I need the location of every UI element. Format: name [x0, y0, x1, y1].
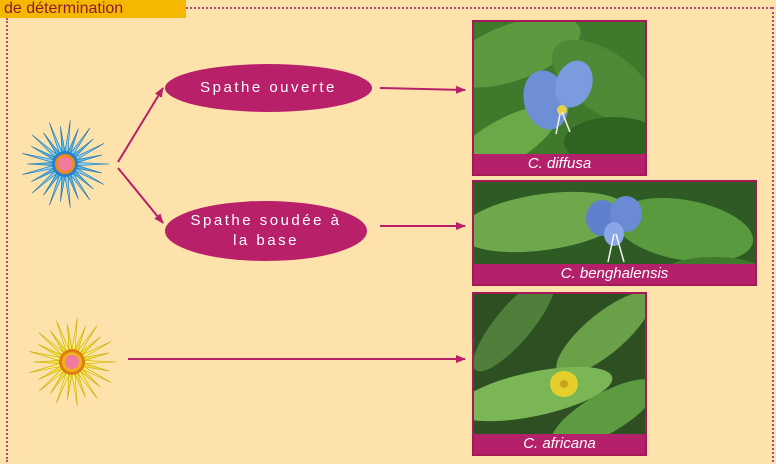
- spathe-fused-node: Spathe soudée à la base: [165, 201, 367, 261]
- panel-border-right: [772, 7, 774, 462]
- arrow-blue-to-open: [117, 87, 164, 163]
- arrow-open-to-diffusa: [379, 85, 466, 94]
- yellow-flower-icon: [29, 318, 117, 406]
- photo-c-africana: C. africana: [472, 292, 647, 456]
- spathe-open-label: Spathe ouverte: [200, 79, 337, 96]
- photo-c-diffusa: C. diffusa: [472, 20, 647, 176]
- c-africana-image: [474, 294, 645, 454]
- blue-flower-icon: [22, 120, 110, 208]
- arrow-blue-to-fused: [117, 167, 164, 224]
- caption-c-benghalensis: C. benghalensis: [474, 264, 755, 284]
- spathe-open-node: Spathe ouverte: [165, 64, 372, 112]
- spathe-fused-label: Spathe soudée à la base: [190, 212, 342, 249]
- panel-border-top: [186, 7, 772, 9]
- c-diffusa-image: [474, 22, 645, 174]
- panel-border-left: [6, 18, 8, 462]
- caption-c-africana: C. africana: [474, 434, 645, 454]
- photo-c-benghalensis: C. benghalensis: [472, 180, 757, 286]
- key-title: de détermination: [0, 0, 186, 18]
- caption-c-diffusa: C. diffusa: [474, 154, 645, 174]
